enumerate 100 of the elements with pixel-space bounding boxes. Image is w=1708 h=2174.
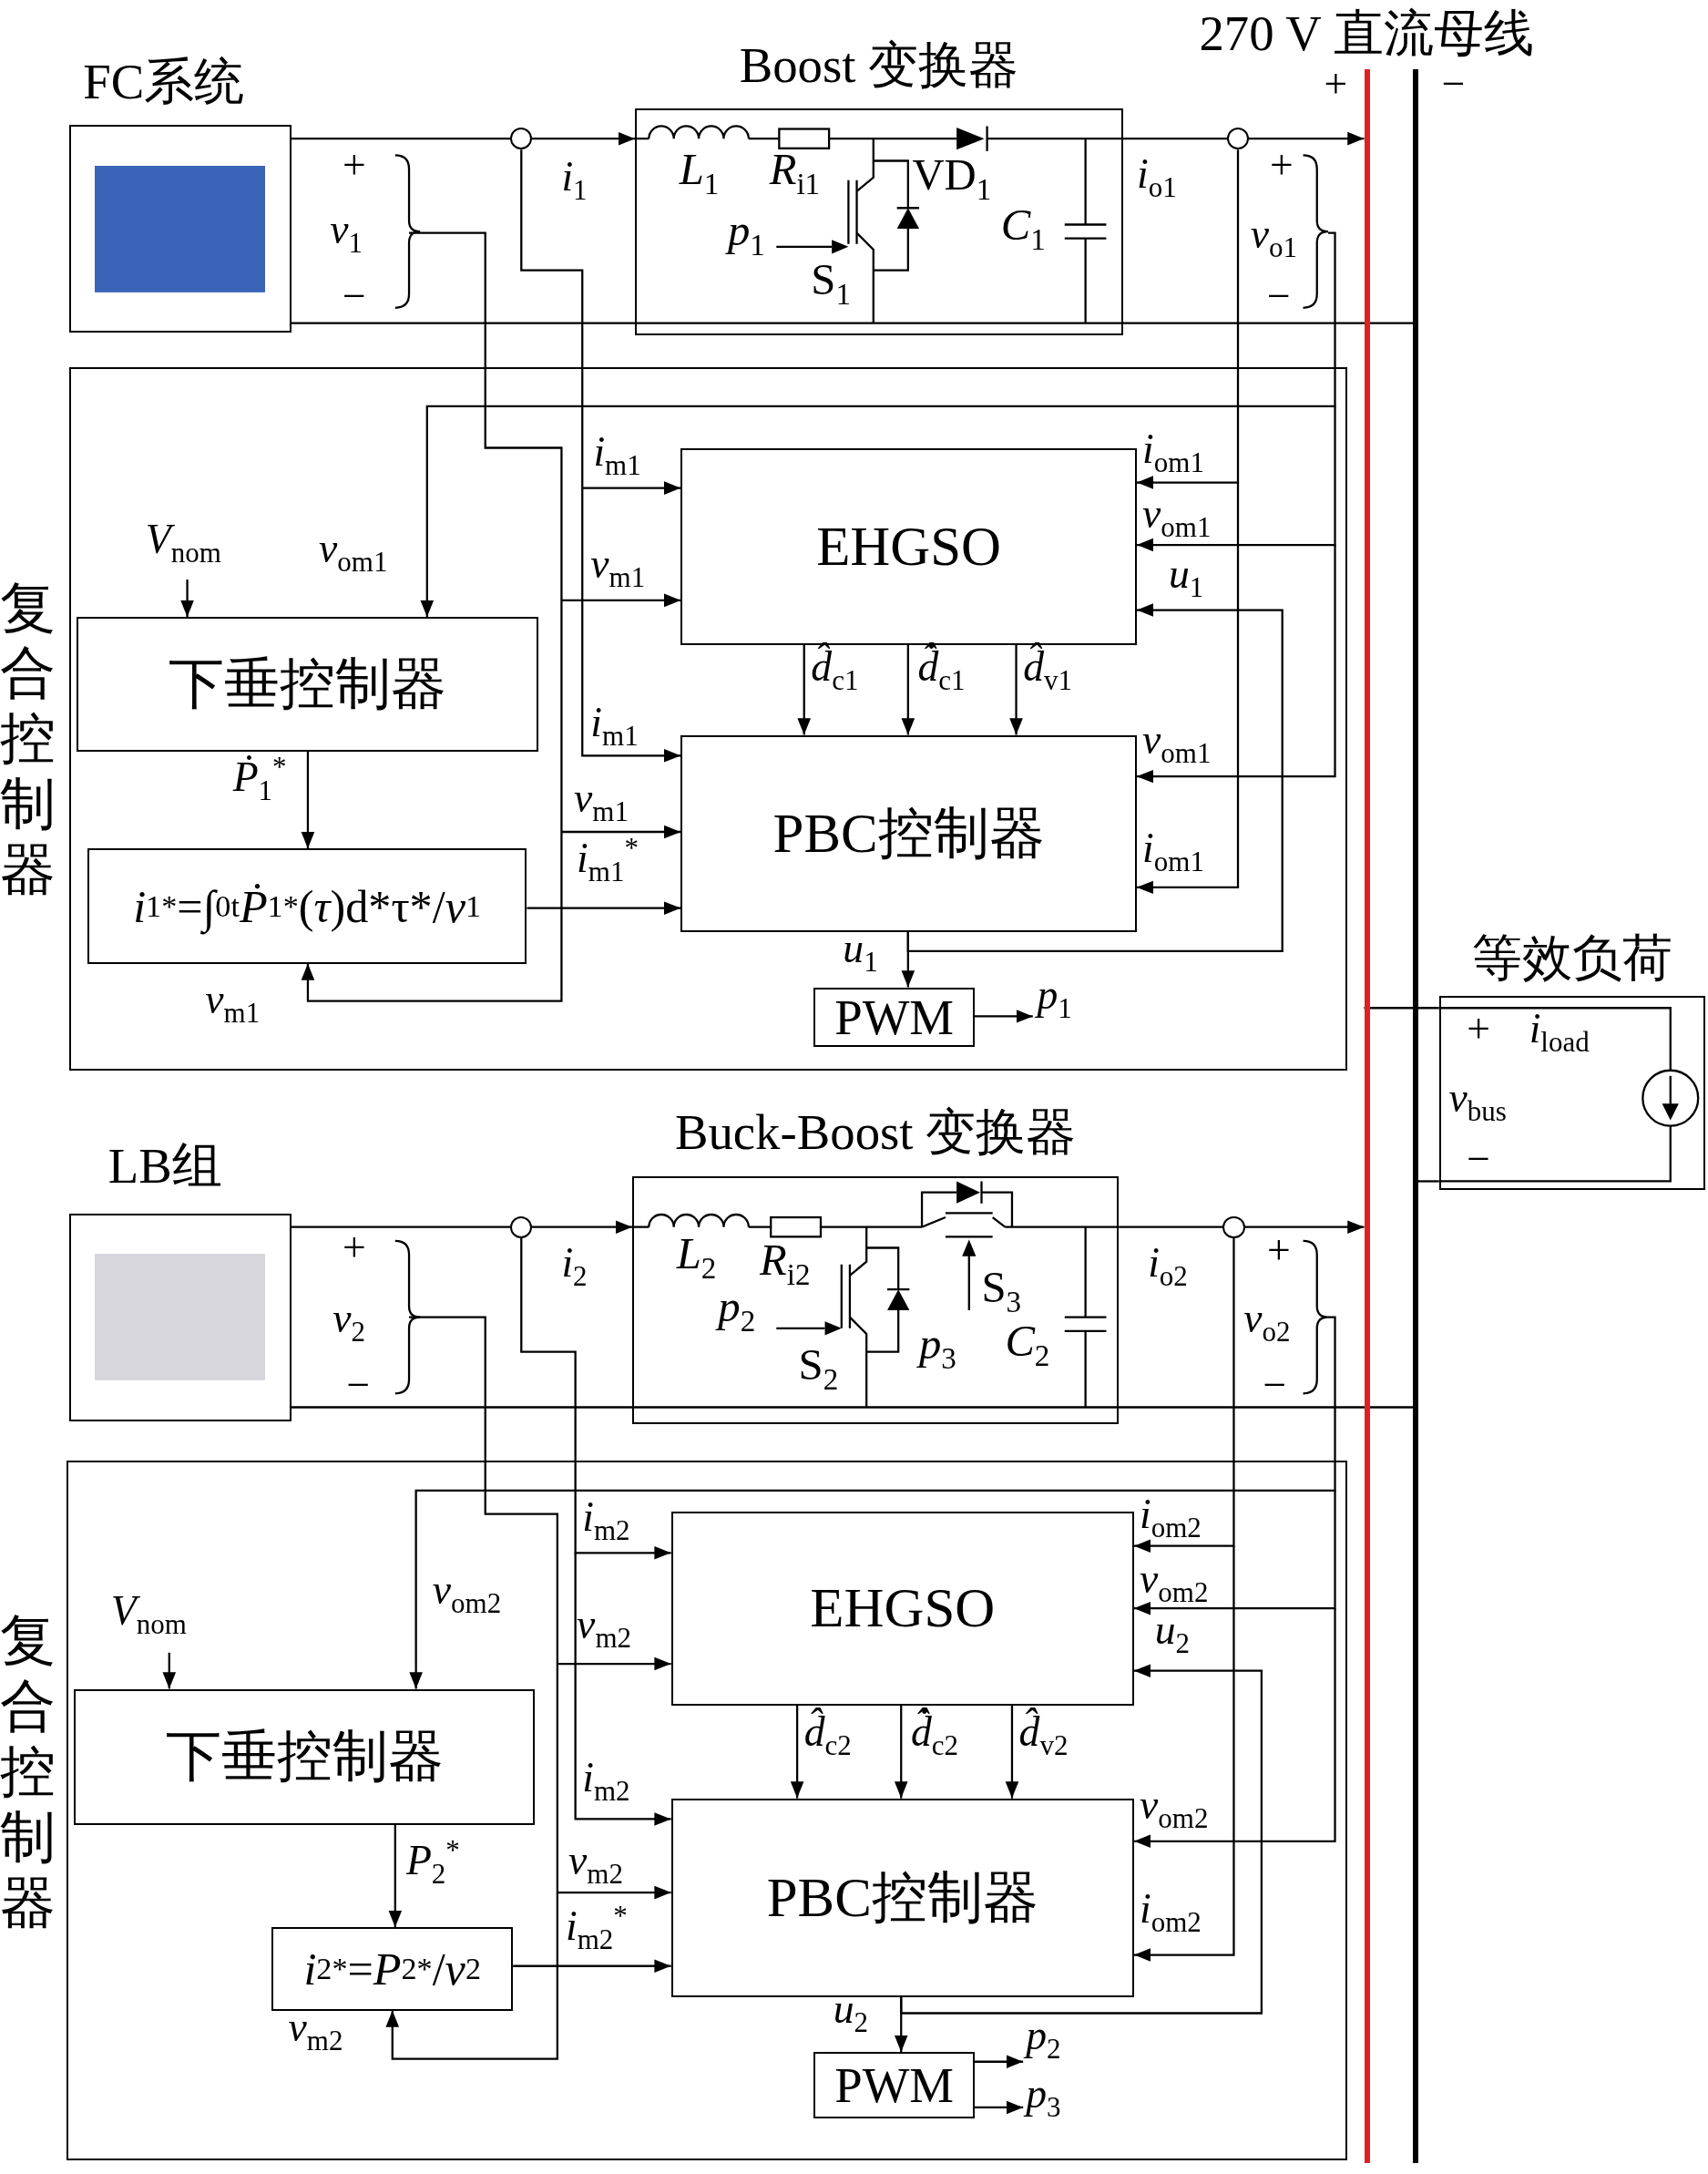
edge-label: d̂$_{c2}$ [803, 1709, 852, 1754]
arrow [1122, 131, 1365, 146]
component-label: S$_{1}$ [811, 256, 851, 303]
edge-label: d̂$_{v2}$ [1018, 1709, 1069, 1754]
arrow [1119, 1220, 1365, 1234]
arrow [1136, 405, 1336, 552]
edge-label: i$_{m2}$ [582, 1755, 630, 1800]
arrow [520, 1237, 671, 1560]
component-label: L$_{1}$ [679, 147, 720, 194]
arrow [1133, 1608, 1336, 1849]
edge-label: v$_{om2}$ [1140, 1557, 1209, 1602]
edge-label: p$_{1}$ [1037, 973, 1072, 1018]
edge-label: v$_{om1}$ [1142, 492, 1212, 537]
edge-label: v$_{om1}$ [1142, 718, 1212, 763]
edge-label: V$_{nom}$ [145, 517, 221, 561]
edge-label: V$_{nom}$ [110, 1589, 187, 1634]
polarity-sign: + [1270, 142, 1294, 187]
arrow [1005, 1705, 1019, 1799]
arrow [557, 1885, 671, 1900]
polarity-sign: − [1467, 1136, 1490, 1181]
edge-label: i$_{om1}$ [1142, 426, 1204, 471]
current-sensor-symbol [510, 128, 533, 150]
polarity-sign: + [342, 1225, 366, 1270]
bus-title: 270 V 直流母线 [1199, 6, 1534, 60]
edge-label: v$_{m1}$ [205, 977, 261, 1021]
arrow [385, 1316, 558, 2060]
arrow [1136, 545, 1336, 784]
arrow [790, 1705, 804, 1799]
arrow [894, 1996, 908, 2053]
edge-label: d̂̇$_{c2}$ [910, 1709, 958, 1754]
polarity-sign: − [1267, 274, 1291, 319]
arrow [420, 231, 1336, 618]
polarity-sign: − [346, 1363, 371, 1407]
edge-label: i$_{m2}$ [582, 1494, 630, 1539]
current-sensor-symbol [510, 1215, 533, 1239]
arrow [527, 901, 681, 915]
component-label: VD$_{1}$ [912, 152, 992, 200]
polarity-sign: − [1441, 62, 1466, 107]
component-label: R$_{i2}$ [760, 1236, 811, 1284]
component-label: C$_{1}$ [1000, 202, 1046, 250]
current-sensor-symbol [1226, 128, 1250, 150]
edge-label: i$_{m1}$ [593, 429, 641, 474]
pwm-box: PWM [813, 987, 975, 1047]
component-label: L$_{2}$ [676, 1231, 717, 1278]
voltage-label: v$_{o1}$ [1250, 211, 1298, 256]
arrow [561, 593, 681, 608]
arrow [797, 644, 811, 735]
voltage-label: v$_{bus}$ [1448, 1076, 1507, 1120]
arrow [574, 1553, 671, 1826]
edge-label: i$_{o1}$ [1136, 152, 1177, 197]
arrow [520, 149, 681, 495]
component-label: S$_{2}$ [798, 1342, 839, 1390]
edge-label: v$_{m1}$ [574, 776, 629, 821]
voltage-label: v$_{2}$ [332, 1297, 366, 1340]
arrow [513, 1959, 671, 1974]
edge-label: v$_{om2}$ [1140, 1783, 1209, 1828]
current-sensor-symbol [1222, 1215, 1245, 1239]
arrow [1133, 1545, 1235, 1962]
edge-label: i$_{1}$ [561, 155, 588, 200]
polarity-sign: + [1267, 1228, 1291, 1273]
edge-label: i$_{2}$ [561, 1241, 588, 1286]
arrow [388, 1824, 403, 1928]
pwm-box: PWM [813, 2052, 975, 2119]
panel-title: 复合控制器 [0, 1609, 56, 1935]
arrow [581, 487, 681, 763]
controller-box: PBC控制器 [670, 1798, 1134, 1997]
dc-bus [1364, 69, 1418, 2164]
arrow [1133, 1237, 1235, 1553]
arrow [409, 1316, 1336, 1689]
arrow [901, 644, 915, 735]
controller-box: 下垂控制器 [73, 1688, 536, 1825]
edge-label: u$_{2}$ [1154, 1608, 1191, 1653]
observer-box: EHGSO [670, 1511, 1134, 1706]
arrow [301, 751, 315, 849]
polarity-sign: + [1324, 62, 1348, 107]
arrow [291, 1220, 633, 1234]
arrow [1009, 644, 1023, 735]
edge-label: i$_{om1}$ [1142, 826, 1204, 870]
load-title: 等效负荷 [1470, 931, 1673, 985]
arrow [301, 231, 563, 1002]
edge-label: u$_{1}$ [1168, 551, 1204, 596]
arrow [1136, 149, 1240, 489]
component-label: C$_{2}$ [1005, 1318, 1050, 1366]
component-label: R$_{i1}$ [769, 147, 821, 194]
polarity-sign: − [342, 274, 366, 319]
device-title: FC系统 [83, 55, 245, 108]
edge-label: i$_{om2}$ [1140, 1492, 1202, 1536]
edge-label: v$_{m2}$ [577, 1603, 632, 1647]
edge-label: v$_{om1}$ [319, 527, 388, 571]
arrow [974, 2055, 1024, 2069]
component-label: S$_{3}$ [981, 1265, 1022, 1312]
polarity-sign: + [1467, 1006, 1490, 1051]
edge-label: i$_{o2}$ [1148, 1241, 1188, 1286]
current-label: i$_{load}$ [1529, 1006, 1590, 1051]
polarity-sign: + [342, 142, 366, 187]
arrow [900, 1664, 1263, 2015]
converter-title: Buck-Boost 变换器 [673, 1106, 1078, 1159]
arrow [180, 579, 194, 618]
controller-box: 下垂控制器 [76, 617, 538, 752]
edge-label: i$_{om2}$ [1140, 1887, 1202, 1932]
